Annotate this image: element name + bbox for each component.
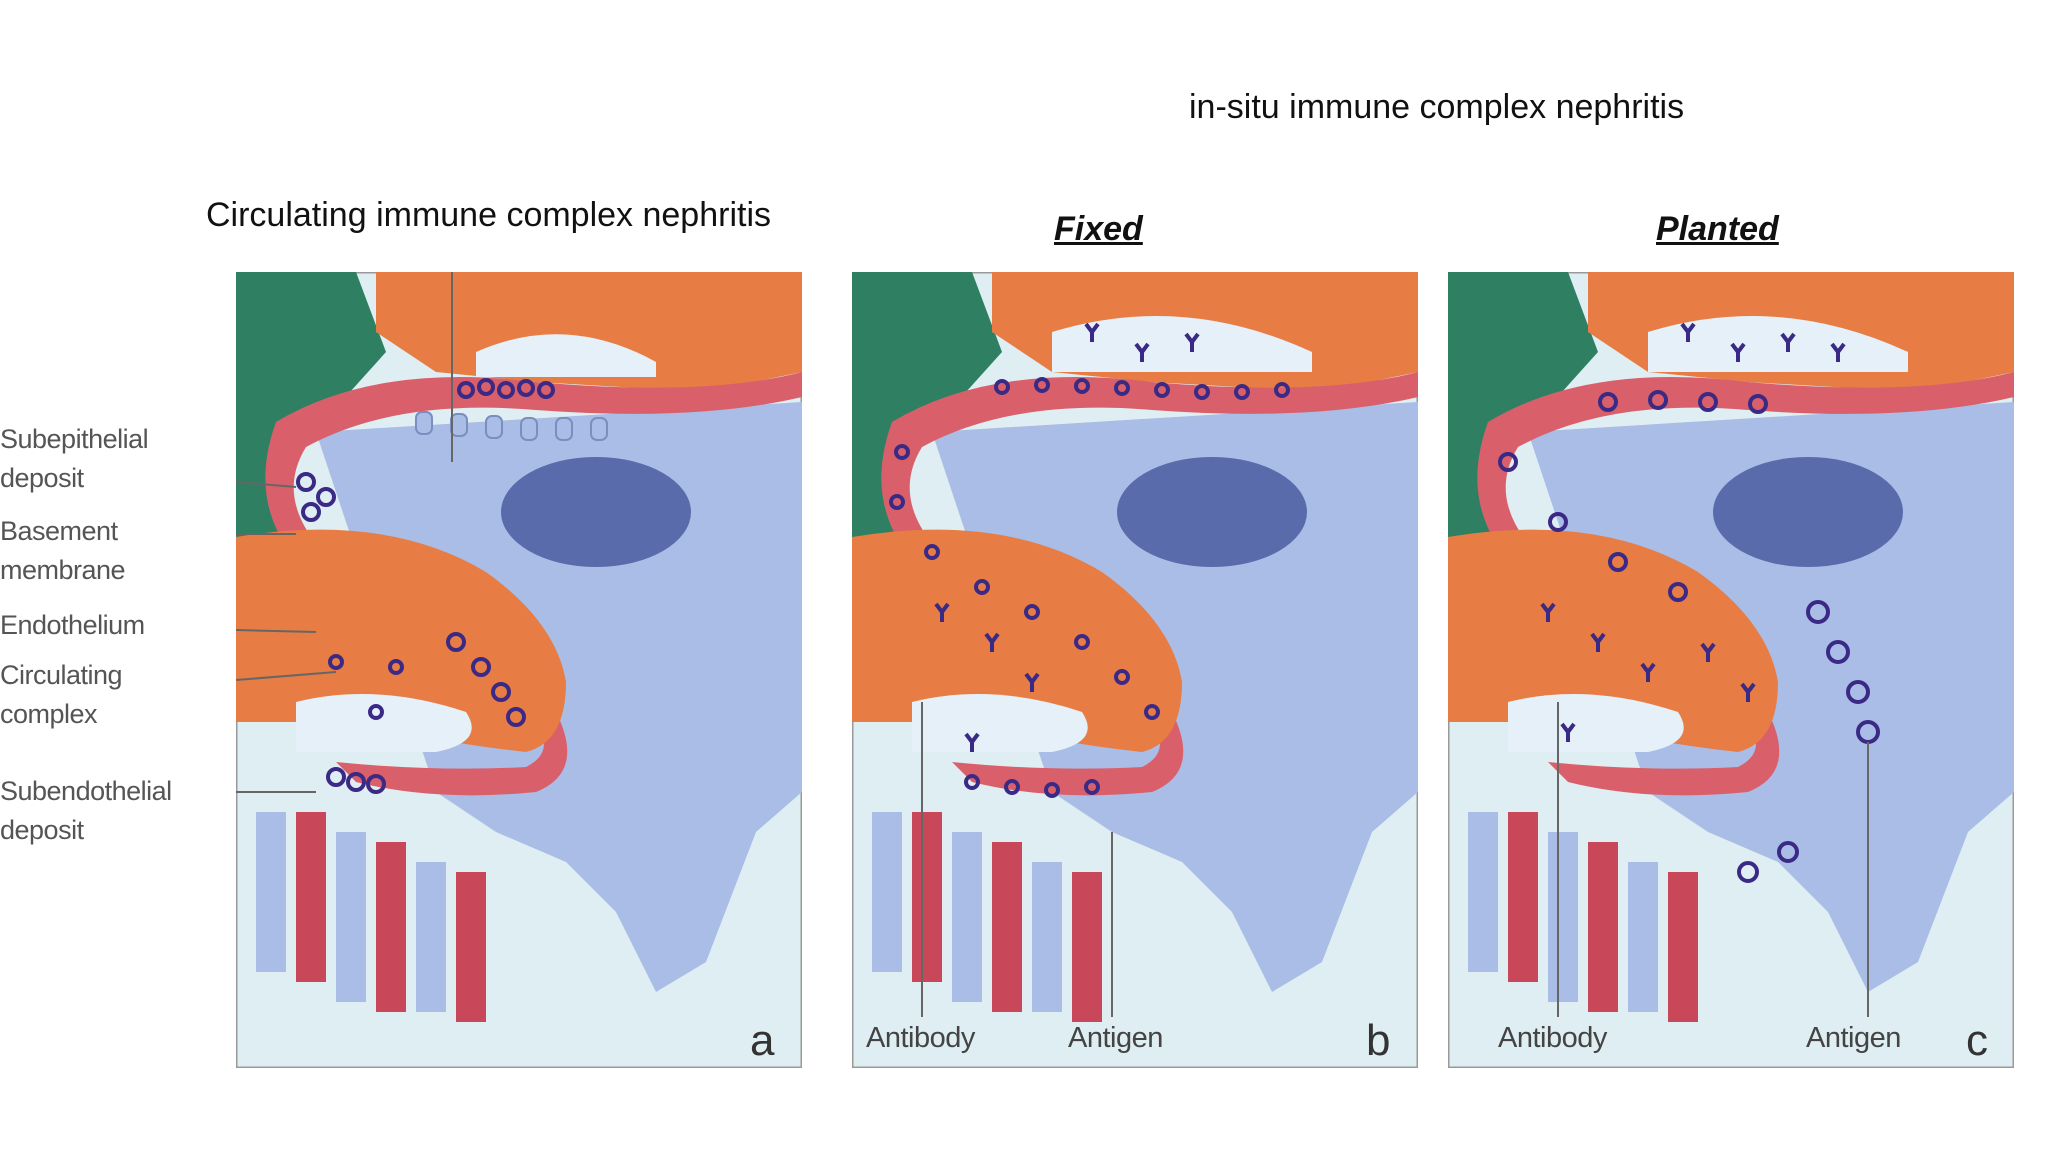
panel-c-antigen-label: Antigen (1806, 1022, 1901, 1054)
panel-b-antigen-label: Antigen (1068, 1022, 1163, 1054)
panel-a-illustration (236, 272, 802, 1068)
panel-b-letter: b (1366, 1016, 1391, 1065)
planted-heading: Planted (1656, 210, 1779, 248)
panel-c-illustration (1448, 272, 2014, 1068)
panel-c-letter: c (1966, 1016, 1988, 1065)
circulating-heading: Circulating immune complex nephritis (206, 196, 772, 234)
panel-b-antibody-label: Antibody (866, 1022, 975, 1054)
panel-a-letter: a (750, 1016, 775, 1065)
insitu-heading: in-situ immune complex nephritis (1189, 88, 1685, 126)
label-endothelium: Endothelium (0, 610, 145, 640)
fixed-heading: Fixed (1054, 210, 1143, 248)
panel-c-antibody-label: Antibody (1498, 1022, 1607, 1054)
panel-b-illustration (852, 272, 1418, 1068)
